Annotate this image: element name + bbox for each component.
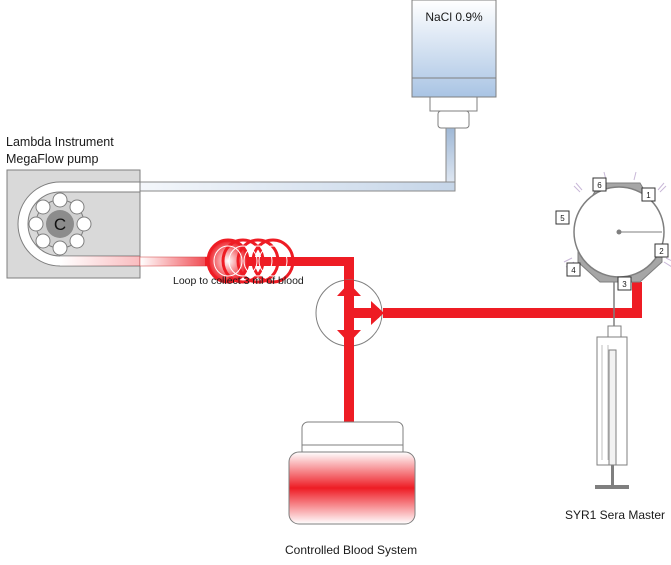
svg-text:1: 1 <box>646 191 651 200</box>
svg-text:3: 3 <box>622 280 627 289</box>
pump-rotor-letter: C <box>54 215 66 234</box>
loop-label: Loop to collect 3 ml of blood <box>173 275 304 287</box>
valve-port-6: 6 <box>592 177 607 192</box>
saline-tubing <box>139 127 456 192</box>
blood-tube-loop-to-valve <box>344 257 354 281</box>
saline-bag-body <box>411 0 497 98</box>
blood-system-jar <box>288 451 416 525</box>
valve-arrow-down <box>337 330 361 343</box>
sampling-valve: 1 2 3 4 5 6 <box>555 171 671 326</box>
blood-system-container <box>288 421 416 525</box>
syringe-pump <box>595 325 629 489</box>
valve-port-3: 3 <box>617 276 632 291</box>
saline-bag-label: NaCl 0.9% <box>425 10 483 24</box>
valve-arrow-right <box>371 301 384 325</box>
valve-port-5: 5 <box>555 210 570 225</box>
saline-bag: NaCl 0.9% <box>411 0 497 129</box>
svg-text:6: 6 <box>597 181 602 190</box>
peristaltic-pump: C <box>6 169 141 279</box>
syringe-plunger-rod <box>611 465 614 487</box>
valve-port-1: 1 <box>641 187 656 202</box>
syringe-label: SYR1 Sera Master <box>565 508 666 522</box>
three-way-valve <box>315 279 384 347</box>
collection-loop <box>205 238 353 284</box>
valve-arrow-up <box>337 283 361 296</box>
saline-bag-neck <box>429 96 478 112</box>
blood-system-label: Controlled Blood System <box>285 543 418 557</box>
blood-tube-valve-to-blood-system <box>344 346 354 422</box>
pump-label: Lambda Instrument MegaFlow pump <box>6 134 114 168</box>
valve-port-2: 2 <box>654 243 669 258</box>
svg-text:4: 4 <box>571 266 576 275</box>
valve-port-4: 4 <box>566 262 581 277</box>
blood-tube-valve-to-sampler <box>383 282 642 318</box>
blood-tube-pump-to-loop <box>139 256 211 267</box>
pump-label-line1: Lambda Instrument <box>6 135 114 149</box>
pump-label-line2: MegaFlow pump <box>6 152 99 166</box>
syringe-plunger-flange <box>595 485 629 489</box>
saline-bag-cap <box>437 110 470 129</box>
svg-text:5: 5 <box>560 214 565 223</box>
syringe-needle-hub <box>607 325 622 338</box>
pump-rollers <box>28 192 92 256</box>
svg-text:2: 2 <box>659 247 664 256</box>
pump-blood-outlet <box>60 256 140 266</box>
